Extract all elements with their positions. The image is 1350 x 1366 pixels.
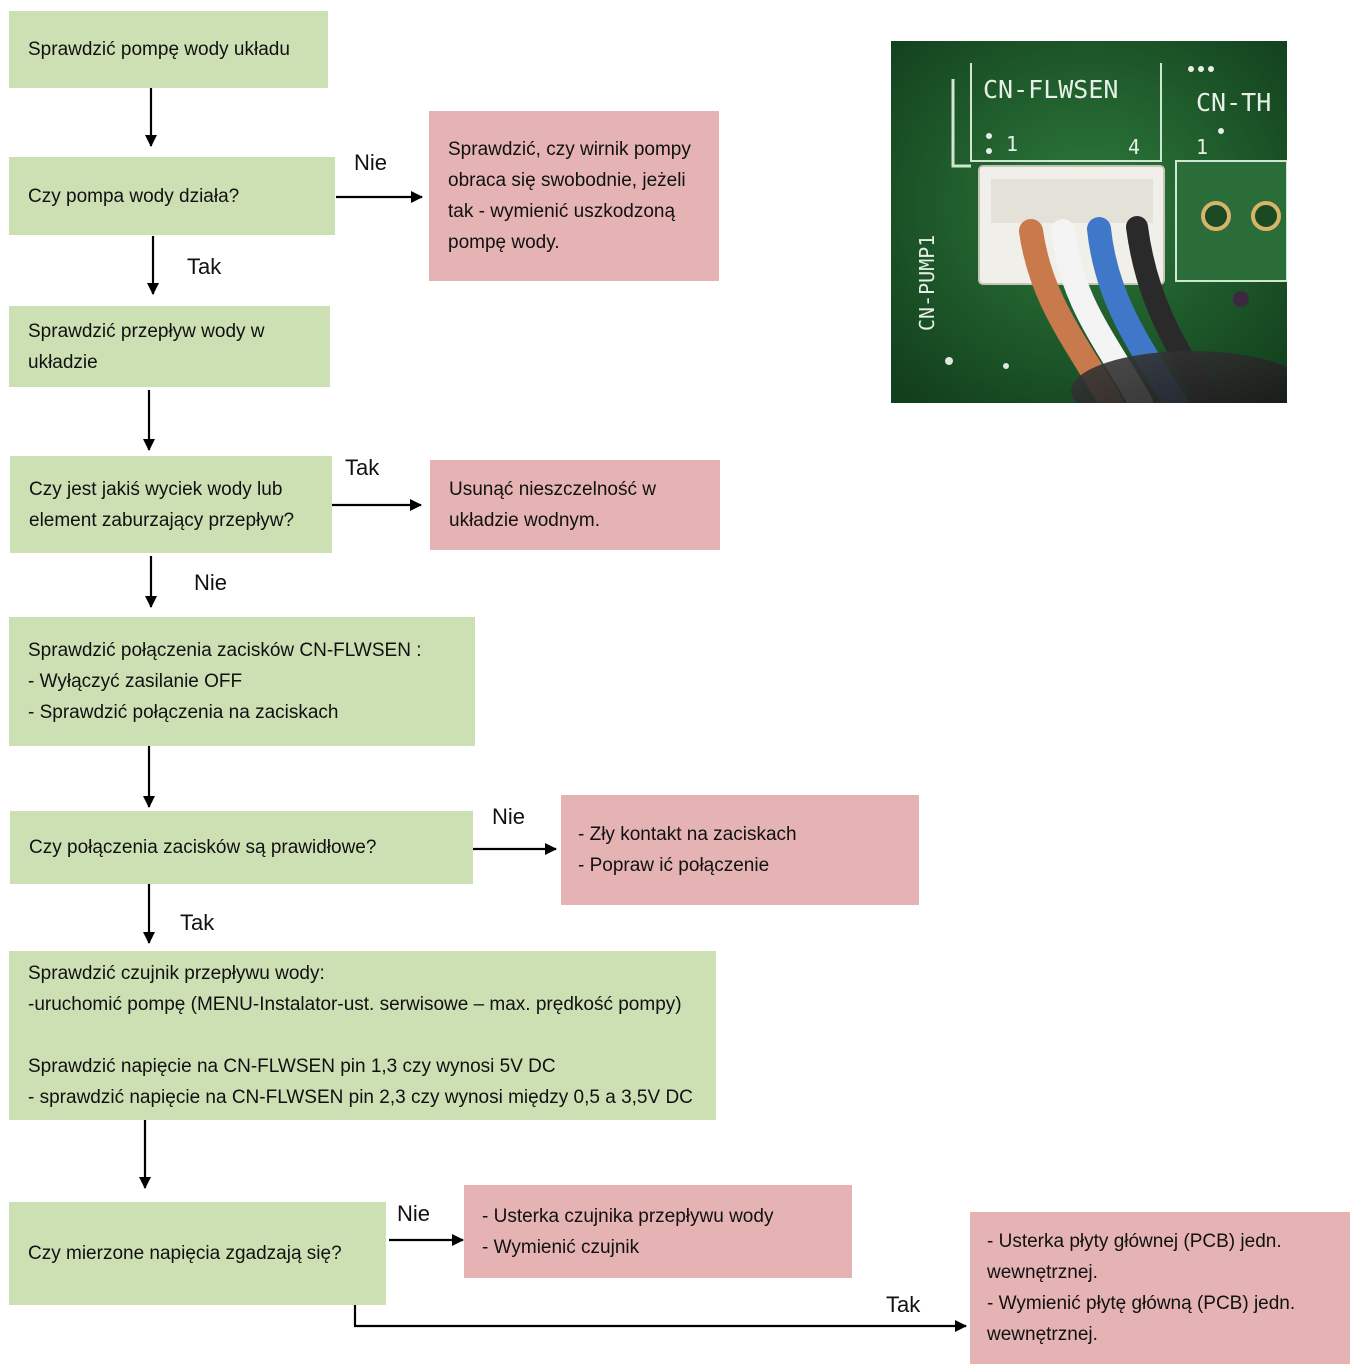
action-fix-leak-text: Usunąć nieszczelność w układzie wodnym.: [449, 474, 656, 536]
decision-connections-correct-text: Czy połączenia zacisków są prawidłowe?: [29, 837, 377, 858]
step-check-flow-sensor: Sprawdzić czujnik przepływu wody: -uruch…: [9, 951, 716, 1120]
action-replace-sensor: - Usterka czujnika przepływu wody - Wymi…: [464, 1185, 852, 1278]
step-check-flow-sensor-text: Sprawdzić czujnik przepływu wody: -uruch…: [28, 958, 693, 1113]
label-tak-leak: Tak: [345, 455, 380, 480]
decision-water-leak: Czy jest jakiś wyciek wody lub element z…: [10, 456, 332, 553]
silk-label-pump: CN-PUMP1: [915, 235, 939, 331]
text-line: - Wymienić płytę główną (PCB) jedn.: [987, 1293, 1296, 1314]
text-line: - Wyłączyć zasilanie OFF: [28, 671, 243, 692]
action-replace-pcb: - Usterka płyty głównej (PCB) jedn. wewn…: [970, 1212, 1350, 1364]
step-check-terminal-connections: Sprawdzić połączenia zacisków CN-FLWSEN …: [9, 617, 475, 746]
text-line: wewnętrznej.: [987, 1262, 1098, 1283]
text-line: tak - wymienić uszkodzoną: [448, 201, 676, 222]
arrow-q4-a5: [353, 1305, 967, 1332]
step-check-water-flow: Sprawdzić przepływ wody w układzie: [9, 306, 330, 387]
text-line: Usunąć nieszczelność w: [449, 479, 656, 500]
silk-pin-4: 4: [1128, 135, 1140, 159]
action-bad-contact: - Zły kontakt na zaciskach - Popraw ić p…: [561, 795, 919, 905]
text-line: - Usterka płyty głównej (PCB) jedn.: [987, 1231, 1282, 1252]
text-line: Sprawdzić czujnik przepływu wody:: [28, 963, 325, 984]
decision-connections-correct: Czy połączenia zacisków są prawidłowe?: [10, 811, 473, 884]
text-line: wewnętrznej.: [987, 1324, 1098, 1345]
text-line: - Popraw ić połączenie: [578, 855, 770, 876]
text-line: - sprawdzić napięcie na CN-FLWSEN pin 2,…: [28, 1087, 693, 1108]
decision-voltages-match: Czy mierzone napięcia zgadzają się?: [9, 1202, 386, 1305]
action-replace-pcb-text: - Usterka płyty głównej (PCB) jedn. wewn…: [987, 1226, 1295, 1350]
step-check-terminal-connections-text: Sprawdzić połączenia zacisków CN-FLWSEN …: [28, 635, 422, 728]
decision-pump-works: Czy pompa wody działa?: [9, 157, 335, 235]
text-line: Sprawdzić połączenia zacisków CN-FLWSEN …: [28, 640, 422, 661]
text-line: - Sprawdzić połączenia na zaciskach: [28, 702, 339, 723]
text-line: pompę wody.: [448, 232, 560, 253]
decision-pump-works-text: Czy pompa wody działa?: [28, 185, 240, 207]
label-tak-voltages: Tak: [886, 1292, 921, 1317]
label-nie-pump: Nie: [354, 150, 388, 175]
decision-voltages-match-text: Czy mierzone napięcia zgadzają się?: [28, 1243, 342, 1264]
step-check-water-flow-text: Sprawdzić przepływ wody w układzie: [28, 316, 265, 378]
action-bad-contact-text: - Zły kontakt na zaciskach - Popraw ić p…: [578, 819, 797, 881]
text-line: Sprawdzić przepływ wody w: [28, 320, 265, 342]
pcb-illustration: CN-FLWSEN CN-TH 1 4 1 CN-PUMP1: [891, 41, 1287, 403]
text-line: -uruchomić pompę (MENU-Instalator-ust. s…: [28, 994, 682, 1015]
text-line: Czy jest jakiś wyciek wody lub: [29, 478, 283, 500]
text-line: [28, 1020, 693, 1051]
silk-label-flwsen: CN-FLWSEN: [983, 75, 1118, 104]
step-check-pump: Sprawdzić pompę wody układu: [9, 11, 328, 88]
step-check-pump-text: Sprawdzić pompę wody układu: [28, 39, 290, 60]
action-fix-leak: Usunąć nieszczelność w układzie wodnym.: [430, 460, 720, 550]
text-line: - Usterka czujnika przepływu wody: [482, 1205, 774, 1227]
text-line: Sprawdzić napięcie na CN-FLWSEN pin 1,3 …: [28, 1056, 556, 1077]
decision-water-leak-text: Czy jest jakiś wyciek wody lub element z…: [29, 474, 294, 536]
pcb-connector-photo: CN-FLWSEN CN-TH 1 4 1 CN-PUMP1: [891, 41, 1287, 403]
text-line: - Zły kontakt na zaciskach: [578, 824, 797, 845]
label-nie-leak: Nie: [194, 570, 228, 595]
label-tak-pump: Tak: [187, 254, 222, 279]
label-tak-connections: Tak: [180, 910, 215, 935]
silk-label-th: CN-TH: [1196, 88, 1271, 117]
text-line: element zaburzający przepływ?: [29, 509, 295, 531]
action-check-impeller: Sprawdzić, czy wirnik pompy obraca się s…: [429, 111, 719, 281]
label-nie-voltages: Nie: [397, 1201, 431, 1226]
action-check-impeller-text: Sprawdzić, czy wirnik pompy obraca się s…: [448, 134, 691, 258]
text-line: obraca się swobodnie, jeżeli: [448, 170, 686, 191]
label-nie-connections: Nie: [492, 804, 526, 829]
text-line: - Wymienić czujnik: [482, 1236, 640, 1258]
text-line: Sprawdzić, czy wirnik pompy: [448, 139, 691, 160]
silk-pin-1b: 1: [1196, 135, 1208, 159]
text-line: układzie wodnym.: [449, 510, 601, 531]
silk-pin-1: 1: [1006, 132, 1018, 156]
text-line: układzie: [28, 351, 98, 373]
action-replace-sensor-text: - Usterka czujnika przepływu wody - Wymi…: [482, 1201, 773, 1263]
